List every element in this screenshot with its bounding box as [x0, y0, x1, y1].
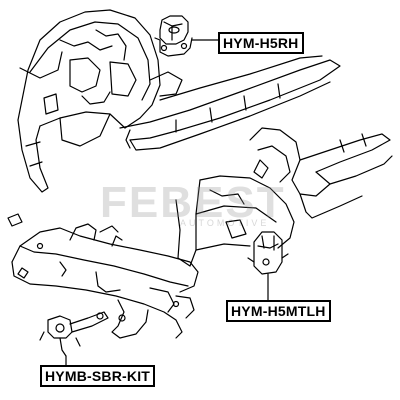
right-mount-label[interactable]: HYM-H5MTLH: [226, 300, 331, 322]
top-mount-label[interactable]: HYM-H5RH: [218, 32, 304, 54]
subframe-rod-kit-part: [39, 311, 109, 366]
right-body-structure: [175, 127, 393, 267]
upper-body-structure: [17, 9, 341, 193]
right-mount-part: [247, 231, 289, 301]
subframe-part: [7, 213, 199, 339]
rod-kit-label[interactable]: HYMB-SBR-KIT: [40, 365, 156, 387]
top-mount-part: [154, 15, 219, 57]
